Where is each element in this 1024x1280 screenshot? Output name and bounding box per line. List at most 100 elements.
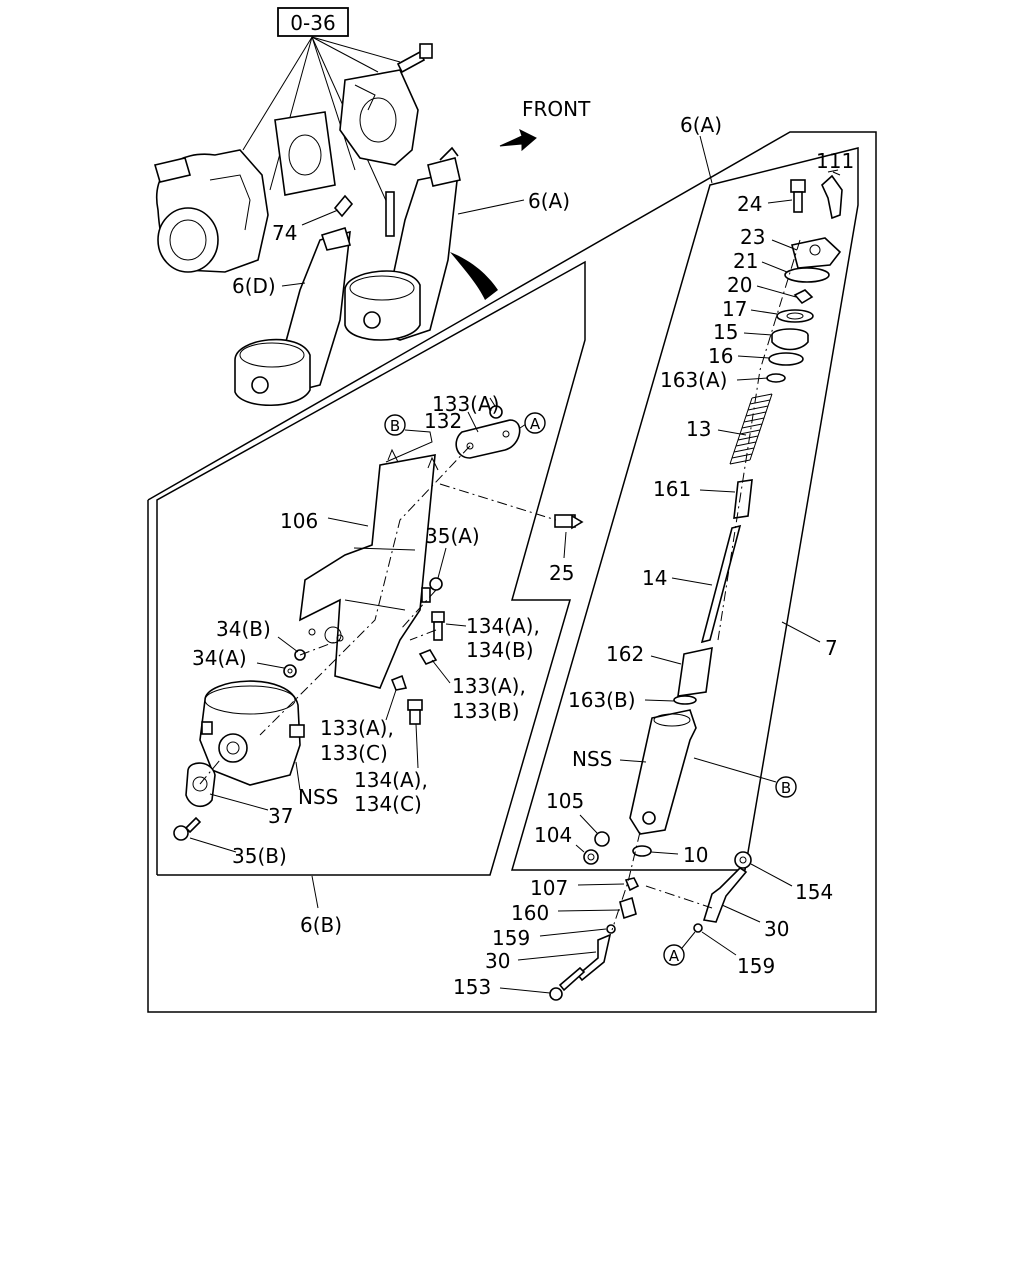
rod-14 [700, 524, 742, 644]
bolt-134ac [407, 699, 423, 725]
svg-text:153: 153 [453, 975, 491, 999]
piston-15 [771, 328, 809, 351]
svg-text:30: 30 [485, 949, 510, 973]
svg-text:161: 161 [653, 477, 691, 501]
svg-text:132: 132 [424, 409, 462, 433]
svg-text:106: 106 [280, 509, 318, 533]
joint-154 [734, 851, 752, 869]
nut-133ac [390, 674, 408, 691]
svg-text:0-36: 0-36 [290, 11, 335, 35]
bolt-24 [790, 179, 806, 213]
svg-text:134(C): 134(C) [354, 792, 422, 816]
air-fitting-111 [821, 169, 843, 220]
spring-13 [729, 393, 773, 465]
svg-text:FRONT: FRONT [522, 97, 591, 121]
nut-107 [624, 877, 640, 892]
label-6b: 6(B) [300, 913, 342, 937]
washer-159-right [693, 923, 703, 933]
callout-b-left: B [384, 414, 433, 463]
svg-text:30: 30 [764, 917, 789, 941]
assembly-frame-6a [147, 131, 877, 1013]
svg-text:15: 15 [713, 320, 738, 344]
svg-text:B: B [781, 779, 791, 797]
svg-text:A: A [530, 415, 541, 433]
turbine-bolt [396, 43, 433, 74]
svg-text:10: 10 [683, 843, 708, 867]
left-part-labels: 133(A) 132 106 35(A) 25 34(B) 34(A) 134(… [192, 392, 574, 868]
assembly-frame-6b [156, 260, 586, 909]
svg-text:160: 160 [511, 901, 549, 925]
exhaust-brake-housing-nss [199, 680, 305, 786]
svg-text:6(A): 6(A) [528, 189, 570, 213]
svg-text:163(B): 163(B) [568, 688, 636, 712]
label-6a-unit: 6(A) [457, 189, 570, 215]
seal-17 [776, 309, 814, 323]
black-wedge-marker [450, 252, 498, 300]
svg-text:A: A [669, 947, 680, 965]
turbine-outlet-elbow [339, 69, 419, 166]
svg-text:134(A),: 134(A), [466, 614, 540, 638]
exhaust-manifold-gasket [274, 111, 336, 196]
o-ring-21 [784, 267, 830, 283]
cylinder-body-nss [629, 709, 697, 835]
svg-text:NSS: NSS [572, 747, 612, 771]
svg-text:6(B): 6(B) [300, 913, 342, 937]
callout-a-left: A [524, 412, 546, 434]
washer-159-left [606, 924, 616, 934]
svg-text:159: 159 [492, 926, 530, 950]
svg-text:7: 7 [825, 636, 838, 660]
washer-163b [673, 695, 697, 705]
svg-text:134(B): 134(B) [466, 638, 534, 662]
svg-text:133(A),: 133(A), [320, 716, 394, 740]
nut-10 [632, 845, 652, 857]
callout-b-right: B [775, 776, 797, 798]
nut-20 [793, 289, 814, 305]
reference-box-0-36[interactable]: 0-36 [277, 7, 349, 37]
bolt-35a [421, 577, 443, 603]
washer-34a [283, 664, 297, 678]
plug-105 [594, 831, 610, 847]
svg-text:163(A): 163(A) [660, 368, 727, 392]
label-6d: 6(D) [232, 274, 306, 298]
washer-104 [583, 849, 599, 865]
svg-text:13: 13 [686, 417, 711, 441]
svg-text:21: 21 [733, 249, 758, 273]
link-30-right [702, 866, 748, 923]
svg-text:159: 159 [737, 954, 775, 978]
sleeve-161 [733, 479, 753, 519]
svg-text:20: 20 [727, 273, 752, 297]
svg-text:B: B [390, 417, 400, 435]
stud [385, 191, 395, 237]
svg-text:111: 111 [816, 149, 854, 173]
svg-text:162: 162 [606, 642, 644, 666]
svg-text:6(A): 6(A) [680, 113, 722, 137]
label-7: 7 [781, 621, 838, 660]
washer-16 [768, 352, 804, 366]
bushing-162 [677, 646, 713, 697]
right-assembly-centerline [611, 239, 801, 931]
nut-133a-top [489, 405, 503, 419]
svg-text:NSS: NSS [298, 785, 338, 809]
plate-132 [455, 419, 521, 459]
svg-text:133(A),: 133(A), [452, 674, 526, 698]
lever-160 [619, 896, 637, 920]
svg-text:105: 105 [546, 789, 584, 813]
svg-text:37: 37 [268, 804, 293, 828]
svg-text:23: 23 [740, 225, 765, 249]
label-6a-frame: 6(A) [680, 113, 722, 184]
svg-text:35(A): 35(A) [425, 524, 480, 548]
svg-text:104: 104 [534, 823, 572, 847]
left-assembly-centerline [199, 445, 557, 785]
right-part-labels: 111 24 23 21 20 17 15 16 163(A) 13 161 1… [453, 149, 854, 999]
svg-text:25: 25 [549, 561, 574, 585]
svg-text:133(A): 133(A) [432, 392, 499, 416]
bolt-153 [549, 966, 586, 1001]
svg-text:35(B): 35(B) [232, 844, 287, 868]
air-fitting-74 [333, 194, 354, 218]
svg-text:14: 14 [642, 566, 667, 590]
svg-text:16: 16 [708, 344, 733, 368]
svg-text:134(A),: 134(A), [354, 768, 428, 792]
svg-text:34(B): 34(B) [216, 617, 271, 641]
link-30-left [576, 933, 612, 982]
